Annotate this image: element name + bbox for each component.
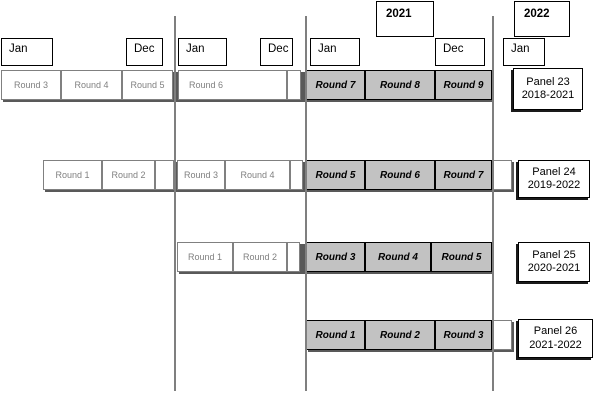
round-cell-label: Round 1 <box>187 252 223 262</box>
round-cell-panel25-round-1: Round 1 <box>177 242 233 272</box>
month-label-text: Jan <box>318 43 337 55</box>
month-label-text: Jan <box>186 43 205 55</box>
panel-years: 2020-2021 <box>527 262 581 274</box>
round-cell-panel24-round-2: Round 2 <box>102 160 155 190</box>
round-cell-panel24-round-1: Round 1 <box>43 160 102 190</box>
round-cell-panel25-round-3: Round 3 <box>306 242 365 272</box>
panel-name: Panel 26 <box>533 325 578 337</box>
month-label-0-jan: Jan <box>1 38 53 66</box>
month-label-6-jan: Jan <box>503 38 545 66</box>
panel-years: 2019-2022 <box>527 179 581 191</box>
round-cell-label: Round 7 <box>443 169 484 181</box>
panel-name: Panel 23 <box>526 75 570 88</box>
month-label-1-dec: Dec <box>126 38 163 66</box>
round-cell-panel23-round-3: Round 3 <box>1 70 61 100</box>
round-cell-label: Round 1 <box>55 170 90 180</box>
round-cell-empty <box>287 242 300 272</box>
round-cell-panel24-round-3: Round 3 <box>177 160 225 190</box>
round-cell-label: Round 4 <box>240 170 275 180</box>
month-label-text: Jan <box>9 43 28 55</box>
round-cell-empty <box>287 70 301 100</box>
month-label-text: Dec <box>268 43 289 55</box>
round-cell-label: Round 4 <box>74 80 109 90</box>
month-label-2-jan: Jan <box>178 38 227 66</box>
round-cell-label: Round 5 <box>130 80 165 90</box>
round-cell-label: Round 6 <box>380 169 420 181</box>
round-cell-panel24-round-6: Round 6 <box>365 160 435 190</box>
round-cell-panel23-round-8: Round 8 <box>365 70 435 100</box>
round-cell-panel23-round-6: Round 6 <box>178 70 287 100</box>
round-cell-panel25-round-2: Round 2 <box>233 242 287 272</box>
month-label-text: Jan <box>511 43 530 55</box>
round-cell-panel23-round-4: Round 4 <box>61 70 122 100</box>
panel-years: 2021-2022 <box>529 338 582 351</box>
round-cell-label: Round 3 <box>13 80 49 90</box>
year-label-text: 2022 <box>524 8 550 20</box>
year-divider-line-3 <box>492 16 494 391</box>
month-label-5-dec: Dec <box>435 38 485 66</box>
round-cell-label: Round 3 <box>183 170 219 180</box>
round-cell-empty <box>155 160 174 190</box>
round-cell-label: Round 7 <box>315 79 356 91</box>
panel-years: 2018-2021 <box>521 89 575 101</box>
round-cell-panel25-round-5: Round 5 <box>431 242 492 272</box>
round-cell-panel25-round-4: Round 4 <box>365 242 431 272</box>
panel-name: Panel 24 <box>532 165 576 178</box>
year-label-text: 2021 <box>386 8 412 20</box>
round-cell-empty <box>492 160 512 190</box>
round-cell-label: Round 5 <box>441 251 482 263</box>
round-cell-panel23-round-7: Round 7 <box>306 70 365 100</box>
round-cell-panel24-round-7: Round 7 <box>435 160 492 190</box>
year-label-2022: 2022 <box>514 1 570 37</box>
month-label-text: Dec <box>134 43 155 55</box>
round-cell-panel23-round-9: Round 9 <box>435 70 492 100</box>
round-cell-label: Round 4 <box>378 251 418 263</box>
round-cell-panel24-round-5: Round 5 <box>306 160 365 190</box>
month-label-text: Dec <box>443 43 464 55</box>
round-cell-label: Round 5 <box>315 169 356 181</box>
round-cell-panel23-round-5: Round 5 <box>122 70 173 100</box>
year-divider-line-1 <box>174 16 176 391</box>
year-label-2021: 2021 <box>376 1 434 37</box>
round-cell-empty <box>492 320 512 350</box>
panel-name: Panel 25 <box>532 248 576 261</box>
round-cell-label: Round 2 <box>380 329 420 341</box>
year-divider-line-2 <box>305 16 307 391</box>
round-cell-label: Round 3 <box>315 251 356 263</box>
month-label-3-dec: Dec <box>260 38 293 66</box>
round-cell-label: Round 9 <box>443 79 484 91</box>
round-cell-label: Round 1 <box>315 329 356 341</box>
round-cell-label: Round 2 <box>111 170 146 180</box>
round-cell-label: Round 8 <box>380 79 420 91</box>
round-cell-panel26-round-3: Round 3 <box>435 320 492 350</box>
round-cell-panel24-round-4: Round 4 <box>225 160 290 190</box>
round-cell-panel26-round-2: Round 2 <box>365 320 435 350</box>
round-cell-empty <box>290 160 303 190</box>
month-label-4-jan: Jan <box>310 38 360 66</box>
round-cell-label: Round 2 <box>242 252 278 262</box>
round-cell-label: Round 3 <box>443 329 484 341</box>
round-cell-panel26-round-1: Round 1 <box>306 320 365 350</box>
round-cell-label: Round 6 <box>189 80 224 90</box>
